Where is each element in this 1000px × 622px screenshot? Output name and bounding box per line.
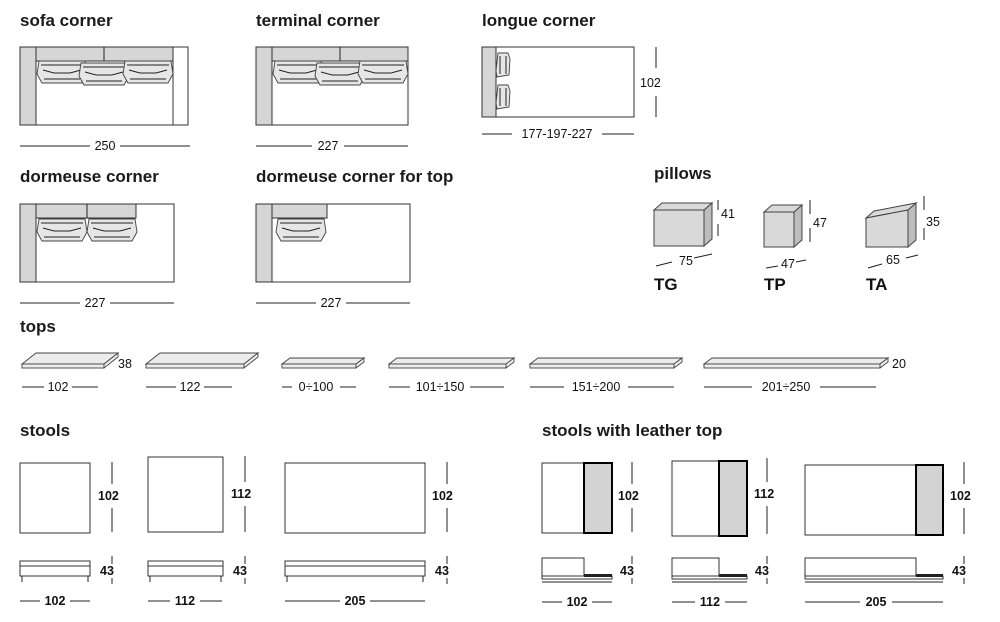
pillow-ta-width: 65: [886, 253, 900, 267]
pillow-tp-width: 47: [781, 257, 795, 271]
top-thickness-last: 20: [892, 357, 906, 371]
longue-corner-width: 177-197-227: [522, 127, 593, 141]
terminal-corner-width: 227: [318, 139, 339, 153]
leather-stool-205-width: 205: [866, 595, 887, 609]
stool-112-plan: 112: [147, 456, 251, 533]
top-slab-4: 101÷150: [387, 357, 516, 394]
pillow-tp-height: 47: [813, 216, 827, 230]
terminal-corner-section: terminal corner 227: [255, 11, 409, 153]
stools-title: stools: [20, 421, 70, 440]
pillow-tp-code: TP: [764, 275, 786, 294]
pillow-ta-code: TA: [866, 275, 887, 294]
stool-205-plan: 102: [284, 462, 453, 534]
pillow-tp: 47 47 TP: [762, 200, 827, 294]
tops-title: tops: [20, 317, 56, 336]
longue-corner-title: longue corner: [482, 11, 596, 30]
leather-stool-112-elevation: 43 112: [671, 556, 769, 609]
top-slab-6: 20 201÷250: [702, 357, 906, 394]
dormeuse-corner-plan: [19, 203, 175, 283]
top-width-1: 102: [48, 380, 69, 394]
leather-stool-102-plan: 102: [541, 462, 639, 534]
stool-102-elevation: 43 102: [19, 556, 114, 608]
stools-leather-section: stools with leather top 102 43 102: [541, 421, 971, 609]
leather-stool-112-plan: 112: [671, 458, 774, 537]
pillow-tg: 41 75 TG: [652, 200, 735, 294]
longue-corner-plan: [481, 46, 635, 118]
dormeuse-corner-width: 227: [85, 296, 106, 310]
stool-102-height: 43: [100, 564, 114, 578]
stools-leather-title: stools with leather top: [542, 421, 722, 440]
leather-stool-205-depth: 102: [950, 489, 971, 503]
dormeuse-corner-section: dormeuse corner 227: [19, 167, 175, 310]
terminal-corner-title: terminal corner: [256, 11, 380, 30]
top-width-4: 101÷150: [416, 380, 465, 394]
leather-stool-112-height: 43: [755, 564, 769, 578]
dormeuse-corner-title: dormeuse corner: [20, 167, 159, 186]
stool-112-depth: 112: [231, 487, 251, 501]
leather-stool-102-elevation: 43 102: [541, 556, 634, 609]
stools-section: stools 102 43 102 112: [19, 421, 453, 608]
longue-corner-section: longue corner 102 177-197-227: [481, 11, 661, 141]
stool-112-elevation: 43 112: [147, 556, 247, 608]
stool-102-plan: 102: [19, 462, 119, 534]
stool-112-height: 43: [233, 564, 247, 578]
sofa-corner-width-dimension: 250: [20, 139, 190, 153]
dormeuse-corner-top-width-dimension: 227: [256, 296, 410, 310]
top-width-5: 151÷200: [572, 380, 621, 394]
pillow-tg-code: TG: [654, 275, 678, 294]
sofa-corner-section: sofa corner 250: [19, 11, 190, 153]
leather-stool-112-width: 112: [700, 595, 720, 609]
dormeuse-corner-top-width: 227: [321, 296, 342, 310]
pillows-title: pillows: [654, 164, 712, 183]
top-slab-1: 38 102: [20, 352, 132, 394]
dormeuse-corner-top-section: dormeuse corner for top 227: [255, 167, 453, 310]
longue-corner-width-dimension: 177-197-227: [482, 127, 634, 141]
pillow-tg-height: 41: [721, 207, 735, 221]
sofa-corner-plan: [19, 46, 189, 126]
pillow-tg-width: 75: [679, 254, 693, 268]
pillow-ta: 35 65 TA: [864, 196, 940, 294]
dormeuse-corner-top-title: dormeuse corner for top: [256, 167, 453, 186]
stool-102-depth: 102: [98, 489, 119, 503]
top-width-3: 0÷100: [299, 380, 334, 394]
top-width-6: 201÷250: [762, 380, 811, 394]
leather-stool-205-elevation: 43 205: [804, 556, 966, 609]
longue-corner-depth: 102: [640, 76, 661, 90]
leather-stool-102-width: 102: [567, 595, 588, 609]
leather-stool-205-height: 43: [952, 564, 966, 578]
top-slab-5: 151÷200: [528, 357, 684, 394]
leather-stool-205-plan: 102: [804, 462, 971, 536]
top-slab-3: 0÷100: [280, 357, 366, 394]
top-slab-2: 122: [144, 352, 260, 394]
stool-112-width: 112: [175, 594, 195, 608]
stool-205-depth: 102: [432, 489, 453, 503]
stool-205-elevation: 43 205: [284, 556, 449, 608]
sofa-corner-title: sofa corner: [20, 11, 113, 30]
pillows-section: pillows 41 75 TG 47 47 TP: [652, 164, 940, 294]
sofa-corner-width: 250: [95, 139, 116, 153]
stool-205-height: 43: [435, 564, 449, 578]
longue-corner-depth-dimension: 102: [640, 47, 661, 117]
terminal-corner-width-dimension: 227: [256, 139, 408, 153]
leather-stool-102-height: 43: [620, 564, 634, 578]
pillow-ta-height: 35: [926, 215, 940, 229]
stool-205-width: 205: [345, 594, 366, 608]
top-thickness-first: 38: [118, 357, 132, 371]
dormeuse-corner-width-dimension: 227: [20, 296, 174, 310]
stool-102-width: 102: [45, 594, 66, 608]
dormeuse-corner-top-plan: [255, 203, 411, 283]
terminal-corner-plan: [255, 46, 409, 126]
top-width-2: 122: [180, 380, 201, 394]
leather-stool-112-depth: 112: [754, 487, 774, 501]
tops-section: tops 38 102 122 0÷100: [20, 317, 906, 394]
leather-stool-102-depth: 102: [618, 489, 639, 503]
